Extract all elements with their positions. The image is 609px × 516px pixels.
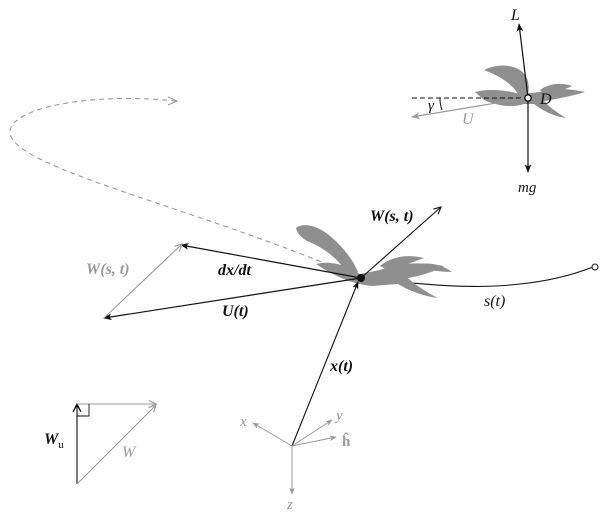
coordinate-axes: x y ĥ z (239, 408, 351, 513)
trajectory-head-arrow (167, 96, 179, 106)
axis-y-label: y (334, 408, 343, 424)
axis-y-arrow (291, 419, 333, 447)
total-wind-label: W (122, 444, 137, 461)
velocity-arrow (180, 243, 362, 279)
lift-label: L (510, 7, 520, 24)
bird-silhouette-main (296, 225, 452, 298)
axis-x-arrow (252, 422, 293, 447)
position-vector-arrow (291, 281, 359, 447)
arc-length-label: s(t) (484, 293, 505, 310)
axis-h-arrow (291, 435, 337, 447)
updraft-double-head (72, 403, 82, 413)
wind-vector-label: W(s, t) (370, 208, 414, 225)
total-wind-arrow (76, 405, 156, 485)
trajectory-endpoint (591, 263, 599, 271)
wind-vector-left-label: W(s, t) (86, 261, 130, 278)
position-label: x(t) (329, 358, 353, 375)
weight-label: mg (518, 180, 537, 196)
force-inset: L D mg γ U (411, 7, 585, 196)
gamma-angle-arc (439, 97, 443, 111)
airspeed-inset-label: U (462, 111, 475, 128)
bird-silhouette-small (475, 65, 585, 118)
velocity-label: dx/dt (218, 262, 251, 279)
axis-z-label: z (286, 497, 293, 511)
wind-vector-grey-arrow (103, 244, 182, 319)
axis-x-label: x (239, 414, 247, 430)
drag-label: D (539, 91, 552, 108)
axis-h-label: ĥ (342, 432, 351, 450)
airspeed-label: U(t) (222, 303, 249, 320)
right-angle-marker (77, 404, 90, 417)
lift-arrow (516, 23, 529, 99)
center-of-mass-inset (524, 94, 532, 102)
gamma-label: γ (428, 98, 435, 114)
airspeed-arrow (103, 277, 362, 321)
wind-vector-arrow (360, 207, 441, 279)
airspeed-inset-arrow (411, 97, 527, 120)
wind-decomposition: Wu W (44, 403, 156, 485)
updraft-label: Wu (44, 431, 64, 451)
past-trajectory-dashed (9, 97, 361, 279)
